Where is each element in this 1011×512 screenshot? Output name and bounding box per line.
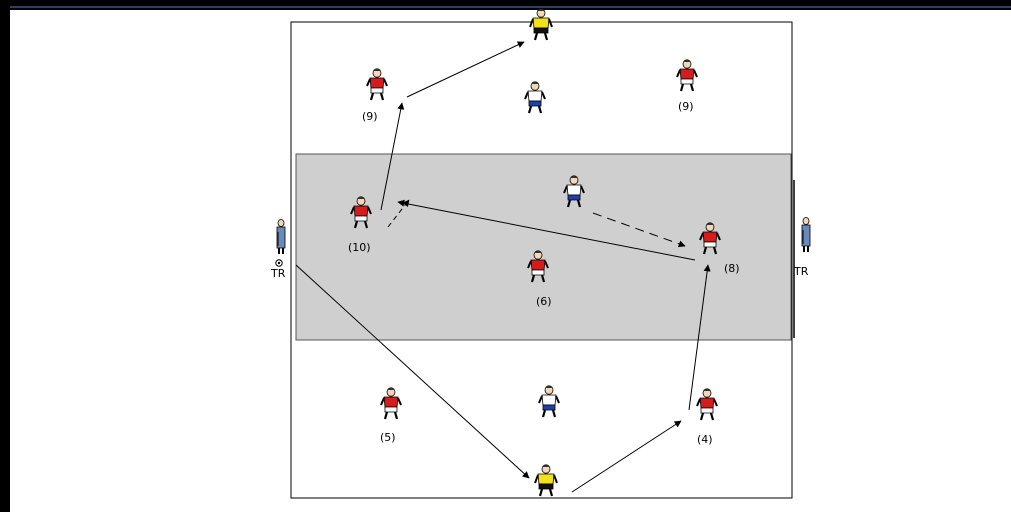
pass-arrow-8-to-10 — [397, 199, 696, 261]
ball-center — [277, 261, 281, 265]
pass-arrow-9-to-gk — [406, 41, 525, 98]
trainer-right — [801, 216, 811, 253]
run-arrow-10 — [387, 199, 410, 228]
pass-arrow-10-to-9 — [380, 102, 405, 211]
trainer-left — [276, 218, 286, 255]
frame-top-stripe — [10, 6, 1011, 8]
frame-top-border — [0, 0, 1011, 10]
trainer-label-left: TR — [270, 267, 286, 280]
player-label-5: (5) — [380, 431, 396, 444]
player-label-8: (8) — [724, 262, 740, 275]
player-label-9-left: (9) — [362, 110, 378, 123]
player-label-4: (4) — [697, 433, 713, 446]
trainer-label-right: TR — [793, 265, 809, 278]
player-label-6: (6) — [536, 295, 552, 308]
pass-arrow-gk-to-4 — [571, 420, 682, 493]
frame-left-border — [0, 0, 10, 512]
run-arrow-white-to-8 — [592, 212, 686, 248]
player-label-9-right: (9) — [678, 100, 694, 113]
pass-arrow-tr-to-gk — [295, 264, 530, 479]
pass-arrow-4-to-8 — [688, 264, 711, 411]
player-label-10: (10) — [348, 241, 371, 254]
